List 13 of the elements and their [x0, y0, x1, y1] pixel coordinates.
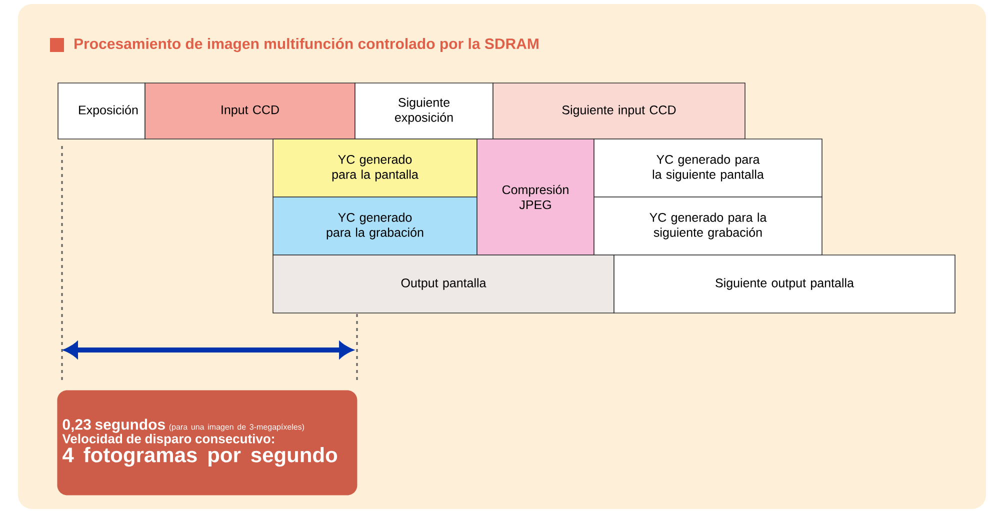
timeline-box: Siguiente output pantalla [614, 254, 956, 314]
title: Procesamiento de imagen multifunción controlado por la SDRAM [74, 38, 538, 52]
timeline-box: Siguiente exposición [354, 82, 494, 140]
timeline-box: Output pantalla [272, 254, 614, 314]
timeline-box: Exposición [58, 82, 146, 140]
timeline-box: YC generado para la grabación [272, 196, 478, 256]
timeline-box: Siguiente input CCD [492, 82, 746, 140]
timeline-box: Compresión JPEG [476, 138, 594, 256]
result-box: 0,23 segundos (para una imagen de 3-megapíxeles) Velocidad de disparo consecutivo: 4 fotogramas por segundo [57, 390, 358, 496]
timeline-box: YC generado para la siguiente grabación [594, 196, 822, 256]
timeline-box: YC generado para la siguiente pantalla [594, 138, 822, 198]
timeline-box: Input CCD [144, 82, 356, 140]
timeline-box: YC generado para la pantalla [272, 138, 478, 198]
